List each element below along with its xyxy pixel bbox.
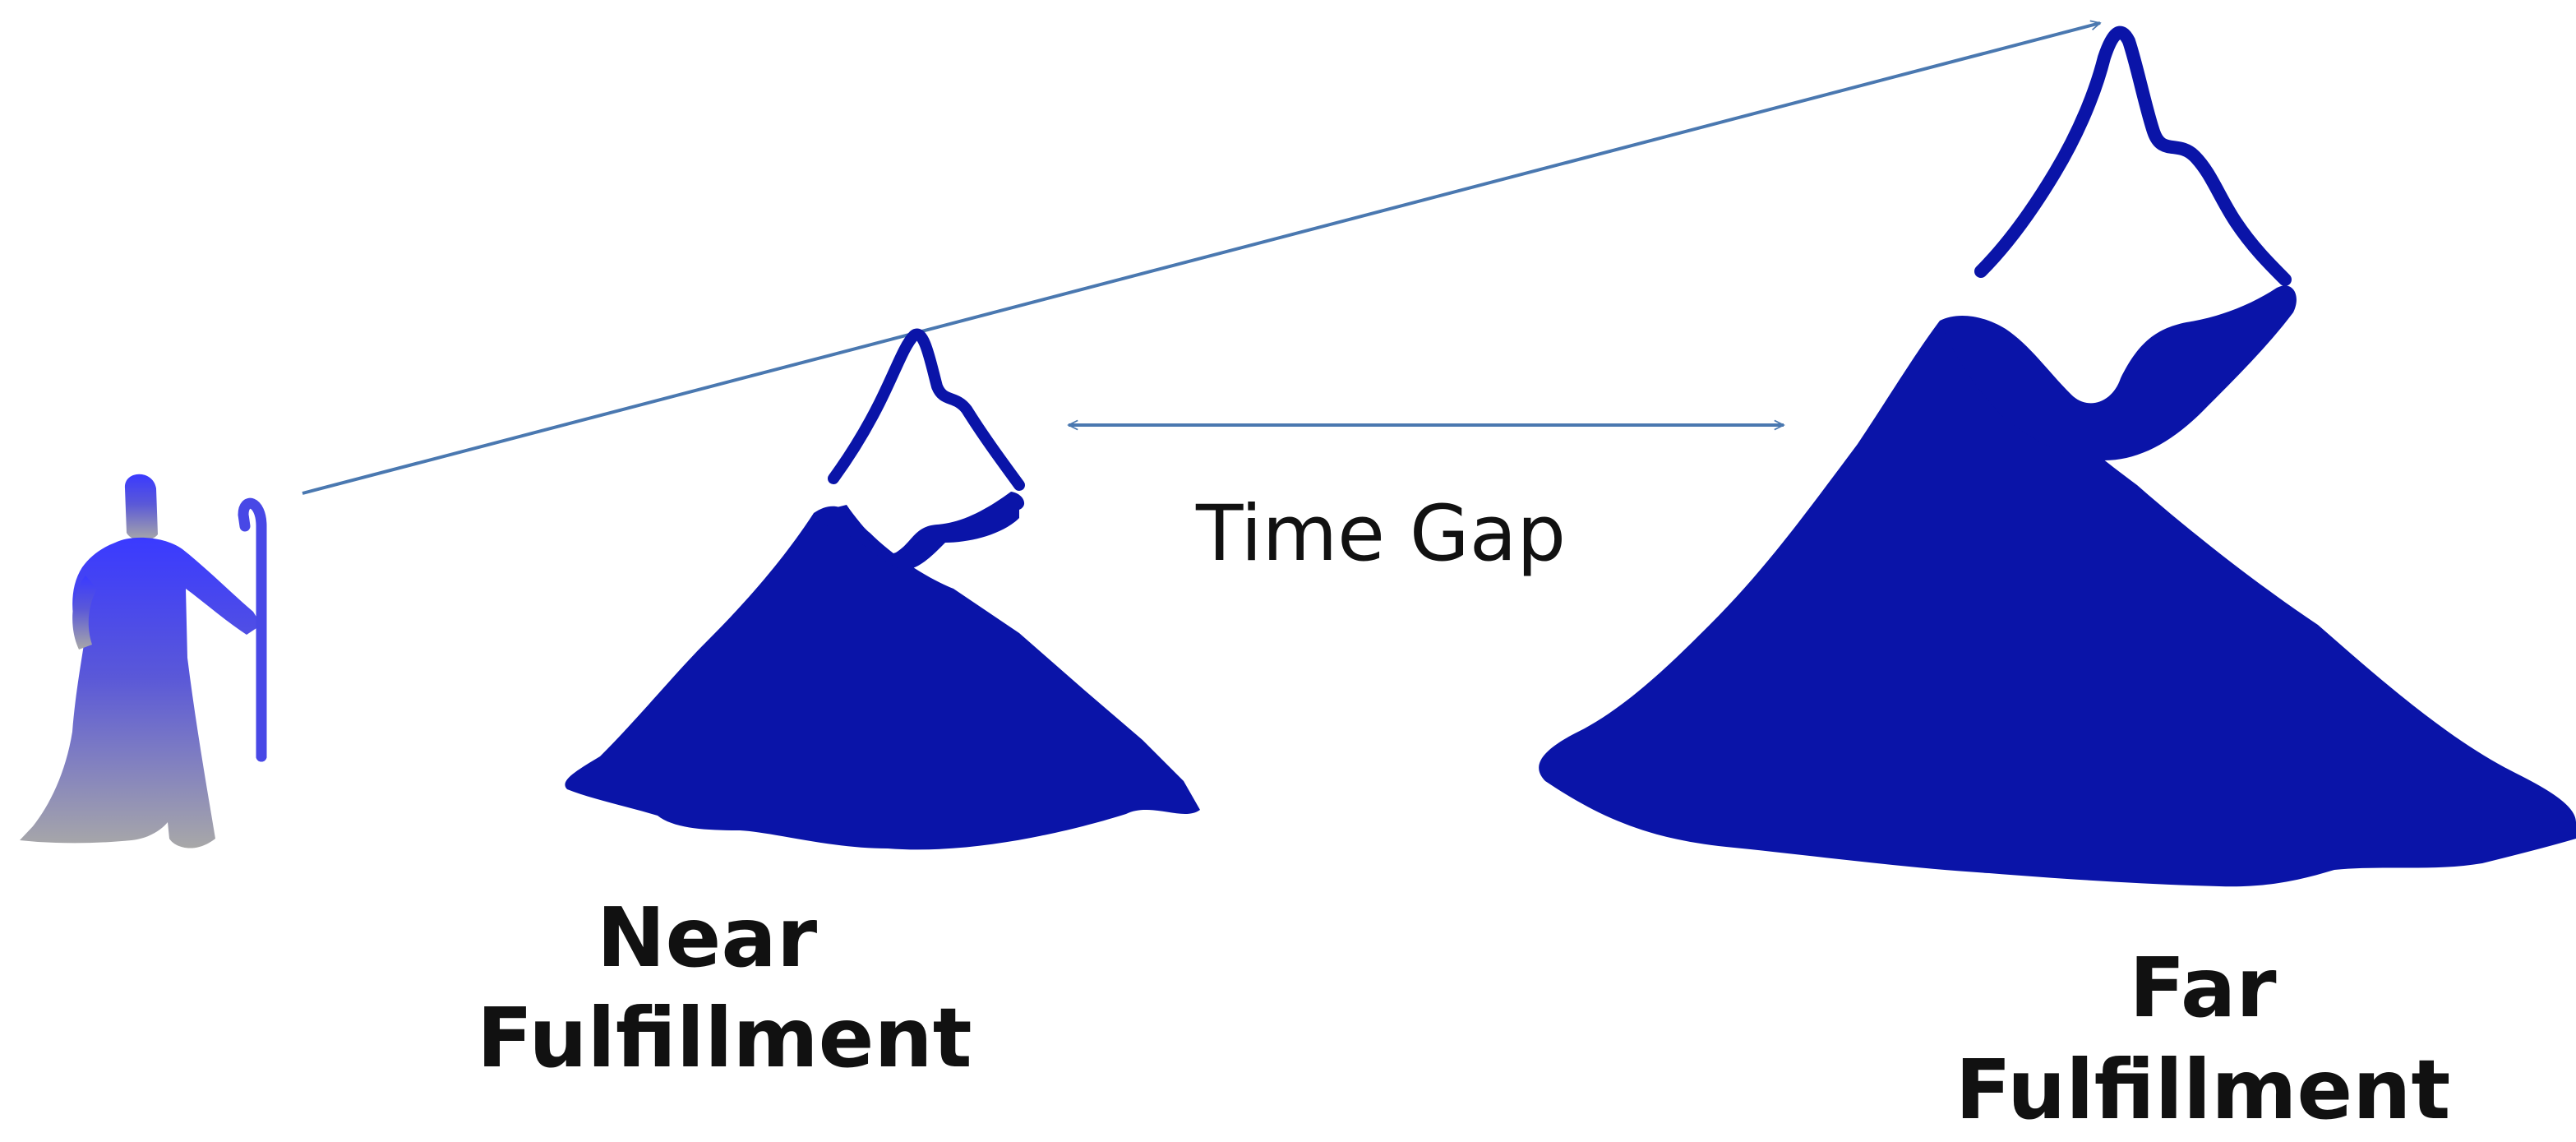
near-label-line2: Fulfillment	[477, 990, 972, 1086]
far-label-line2: Fulfillment	[1955, 1042, 2451, 1138]
near-label-line1: Near	[596, 890, 818, 986]
far-mountain-icon	[1539, 25, 2576, 887]
shepherd-figure-icon	[20, 474, 267, 848]
line-of-sight-arrow	[302, 23, 2100, 495]
time-gap-text: Time Gap	[1195, 489, 1567, 579]
far-fulfillment-label: Far Fulfillment	[1915, 937, 2491, 1141]
near-mountain-icon	[565, 328, 1200, 850]
time-gap-label: Time Gap	[1093, 485, 1669, 584]
near-fulfillment-label: Near Fulfillment	[477, 888, 972, 1089]
far-label-line1: Far	[2129, 940, 2277, 1036]
